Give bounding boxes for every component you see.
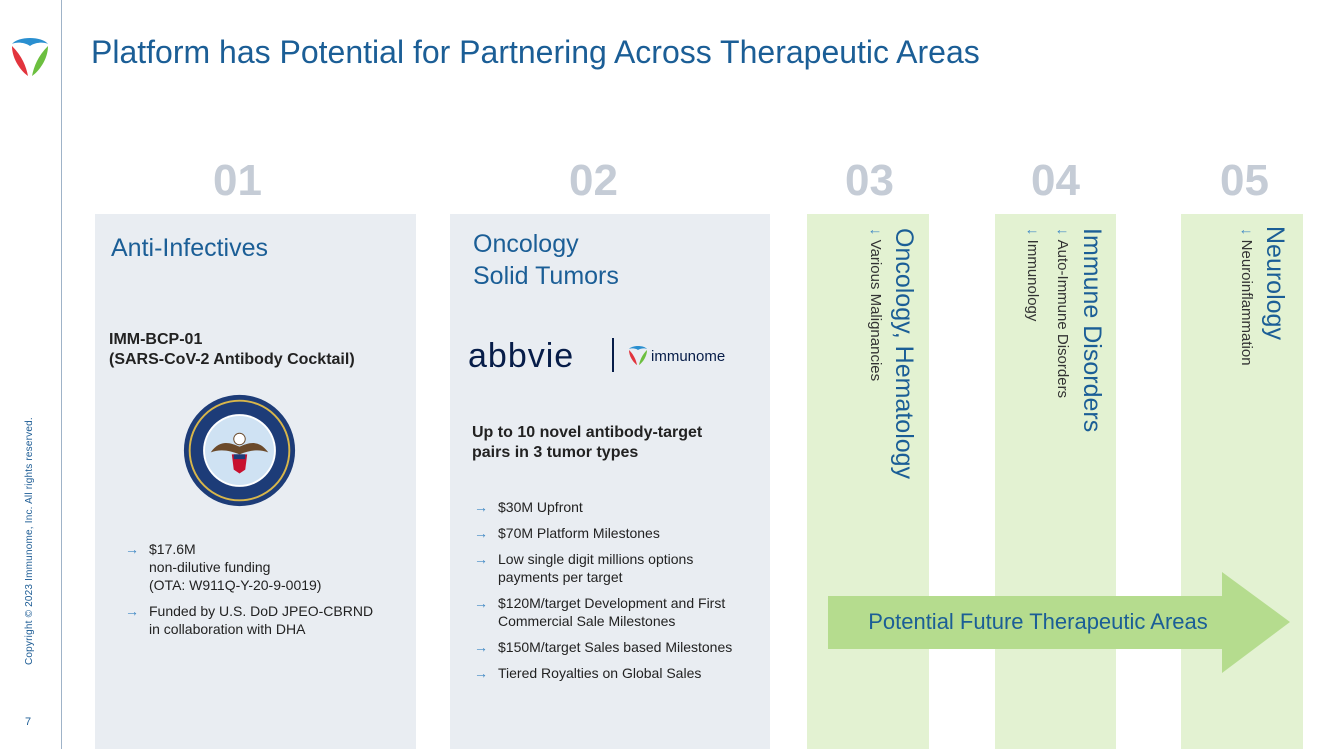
arrow-right-icon: →: [474, 525, 488, 541]
deal-summary: Up to 10 novel antibody-target pairs in …: [472, 424, 703, 461]
list-item: →$70M Platform Milestones: [474, 525, 660, 541]
arrow-down-icon: ↓: [1024, 228, 1041, 236]
oncology-title: Oncology Solid Tumors: [473, 230, 619, 290]
list-item: →Tiered Royalties on Global Sales: [474, 665, 702, 681]
copyright-notice: Copyright © 2023 Immunome, Inc. All righ…: [24, 417, 35, 665]
oncology-hematology-title: Oncology, Hematology: [890, 228, 918, 480]
future-areas-label: Potential Future Therapeutic Areas: [868, 609, 1208, 634]
various-malignancies-item: ↓ Various Malignancies: [867, 228, 884, 382]
area-number-05: 05: [1220, 156, 1269, 205]
area-number-01: 01: [213, 156, 262, 205]
left-divider: [61, 0, 62, 749]
auto-immune-disorders-item: ↓ Auto-Immune Disorders: [1054, 228, 1071, 399]
immunome-small-logo-icon: [629, 346, 647, 365]
neuroinflammation-item: ↓ Neuroinflammation: [1238, 228, 1255, 366]
dod-seal-icon: [183, 394, 296, 507]
future-areas-arrow: [828, 572, 1290, 673]
page-title: Platform has Potential for Partnering Ac…: [91, 34, 980, 70]
arrow-down-icon: ↓: [1238, 228, 1255, 236]
oncology-solid-tumors-panel: [450, 214, 770, 749]
area-number-02: 02: [569, 156, 618, 205]
area-number-04: 04: [1031, 156, 1080, 205]
arrow-right-icon: →: [474, 595, 488, 611]
arrow-right-icon: →: [125, 541, 139, 557]
list-item: →$150M/target Sales based Milestones: [474, 639, 733, 655]
list-item: → $17.6M non-dilutive funding (OTA: W911…: [125, 541, 322, 593]
neurology-column: [1181, 214, 1303, 749]
anti-infectives-title: Anti-Infectives: [111, 234, 269, 262]
neurology-title: Neurology: [1261, 226, 1289, 340]
arrow-right-icon: →: [125, 603, 139, 619]
arrow-right-icon: →: [474, 551, 488, 567]
immunome-wordmark: immunome: [651, 348, 726, 365]
list-item: → Funded by U.S. DoD JPEO-CBRND in colla…: [125, 603, 374, 637]
immune-disorders-column: [995, 214, 1116, 749]
arrow-right-icon: →: [474, 499, 488, 515]
page-number: 7: [25, 716, 32, 728]
oncology-hematology-column: [807, 214, 929, 749]
funding-list: → $17.6M non-dilutive funding (OTA: W911…: [123, 540, 413, 646]
arrow-down-icon: ↓: [1054, 228, 1071, 236]
immune-disorders-title: Immune Disorders: [1078, 228, 1106, 433]
immunology-item: ↓ Immunology: [1024, 228, 1041, 322]
area-number-03: 03: [845, 156, 894, 205]
abbvie-logo: abbvie: [468, 337, 575, 375]
arrow-down-icon: ↓: [867, 228, 884, 236]
immunome-logo-icon: [12, 38, 48, 76]
arrow-right-icon: →: [474, 665, 488, 681]
logo-divider: [612, 338, 614, 372]
product-name: IMM-BCP-01 (SARS-CoV-2 Antibody Cocktail…: [109, 331, 355, 368]
list-item: →$30M Upfront: [474, 499, 583, 515]
arrow-right-icon: →: [474, 639, 488, 655]
deal-terms-list: →$30M Upfront →$70M Platform Milestones …: [472, 498, 767, 690]
